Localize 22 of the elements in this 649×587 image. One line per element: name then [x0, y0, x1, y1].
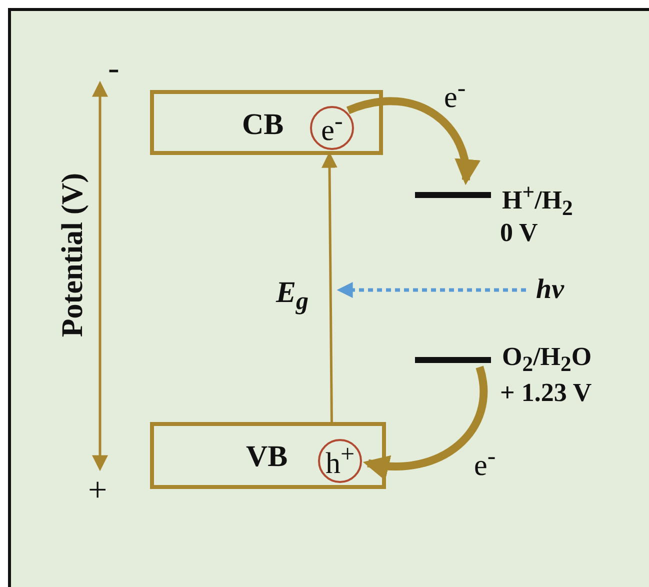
edge-label: e$^{-}$ — [474, 444, 496, 481]
positive-sign: + — [88, 474, 108, 508]
curved-arrow — [362, 366, 488, 480]
redox-couple-label: O$_{2}$/H$_{2}$O — [502, 344, 592, 376]
edge-label: e$^{-}$ — [444, 76, 466, 113]
axis-title: Potential (V) — [58, 172, 88, 338]
band-label: CB — [242, 108, 284, 142]
level-bar — [415, 357, 491, 363]
charge-circle: h$^{+}$ — [318, 439, 362, 483]
arrow — [336, 282, 526, 298]
energy-band-box — [150, 422, 386, 489]
curved-arrow — [346, 97, 479, 186]
edge-label: E$_{g}$ — [276, 278, 309, 314]
potential-value: 0 V — [500, 220, 538, 246]
energy-band-box — [150, 90, 383, 155]
potential-value: + 1.23 V — [500, 380, 592, 406]
redox-couple-label: H$^{+}$/H$_{2}$ — [502, 182, 573, 220]
band-label: VB — [246, 440, 288, 474]
node-text: hv — [536, 272, 584, 308]
charge-circle: e$^{-}$ — [310, 106, 354, 150]
negative-sign: - — [108, 52, 120, 86]
level-bar — [415, 192, 491, 198]
